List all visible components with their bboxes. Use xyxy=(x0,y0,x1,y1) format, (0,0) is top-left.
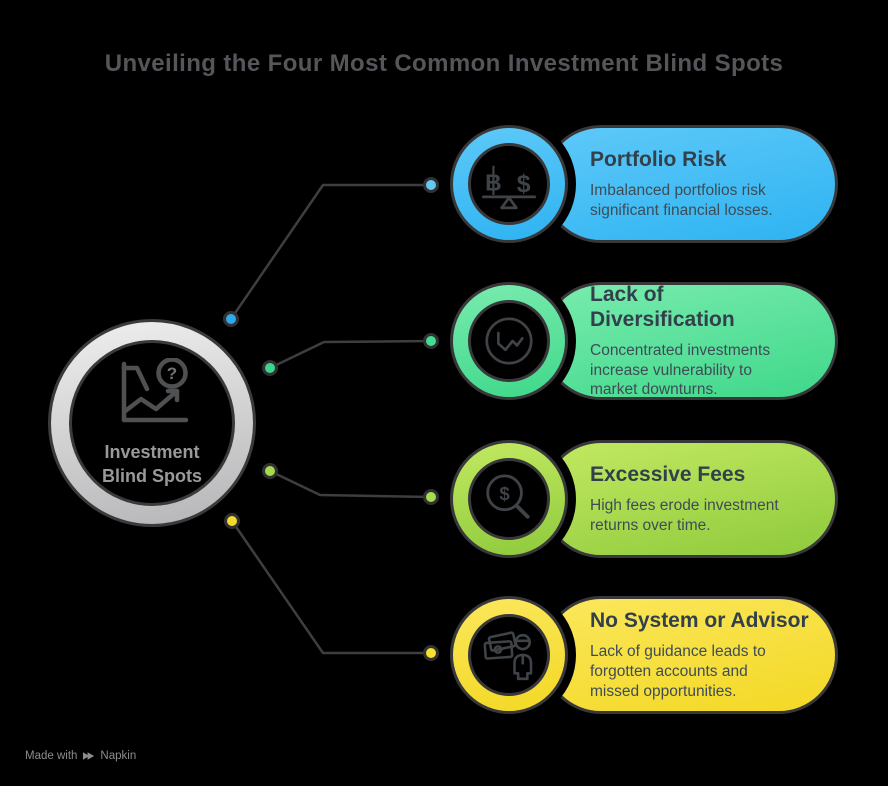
card-dot-lime xyxy=(423,489,439,505)
card-pill xyxy=(542,596,838,714)
balance-scale-icon: B $ xyxy=(481,165,537,210)
card-description: Imbalanced portfolios risk significant f… xyxy=(590,182,773,219)
napkin-logo-icon xyxy=(83,752,95,760)
hub-dot-lime xyxy=(262,463,278,479)
card-icon-ring: B $ xyxy=(450,125,568,243)
card-icon-ring: $ xyxy=(450,440,568,558)
center-label: Investment Blind Spots xyxy=(102,442,202,486)
made-with-text: Made with xyxy=(25,750,78,762)
question-mark-glyph: ? xyxy=(167,364,177,383)
card-title: No System or Advisor xyxy=(590,609,809,633)
made-with-napkin: Made with Napkin xyxy=(25,750,136,762)
center-circle: ? Investment Blind Spots xyxy=(48,319,256,527)
baht-glyph: B xyxy=(485,169,502,195)
card-no-system-or-advisor: No System or Advisor Lack of guidance le… xyxy=(442,588,840,722)
card-description: Concentrated investments increase vulner… xyxy=(590,341,771,399)
chart-question-icon: ? xyxy=(121,358,189,423)
card-title: Excessive Fees xyxy=(590,463,746,487)
dollar-glyph: $ xyxy=(517,171,531,198)
connector-line-diversification xyxy=(269,339,432,370)
card-dot-green xyxy=(423,333,439,349)
connector-line-portfolio-risk xyxy=(229,183,431,320)
card-pill xyxy=(542,125,838,243)
hub-dot-yellow xyxy=(224,513,240,529)
card-lack-of-diversification: Lack of Diversification Concentrated inv… xyxy=(442,274,840,408)
center-circle-inner: ? Investment Blind Spots xyxy=(69,340,235,506)
card-pill xyxy=(542,440,838,558)
card-title: Lack of Diversification xyxy=(590,282,735,331)
hub-dot-green xyxy=(262,360,278,376)
connector-line-fees xyxy=(269,469,432,499)
magnifier-dollar-icon: $ xyxy=(486,474,530,519)
card-description: High fees erode investment returns over … xyxy=(590,497,779,534)
connector-line-advisor xyxy=(230,520,431,655)
dollar-glyph: $ xyxy=(499,483,510,504)
hub-dot-blue xyxy=(223,311,239,327)
card-title: Portfolio Risk xyxy=(590,148,727,172)
line-chart-circle-icon xyxy=(485,317,533,365)
card-excessive-fees: $ Excessive Fees High fees erode investm… xyxy=(442,432,840,566)
brand-text: Napkin xyxy=(100,750,137,762)
card-dot-yellow xyxy=(423,645,439,661)
card-description: Lack of guidance leads to forgotten acco… xyxy=(590,643,766,700)
card-icon-ring xyxy=(450,282,568,400)
card-pill xyxy=(542,282,838,400)
money-advisor-icon xyxy=(483,631,533,681)
card-icon-ring xyxy=(450,596,568,714)
card-portfolio-risk: B $ Portfolio Risk Imbalanced portfolios… xyxy=(442,117,840,251)
card-dot-blue xyxy=(423,177,439,193)
page-title: Unveiling the Four Most Common Investmen… xyxy=(104,50,784,77)
